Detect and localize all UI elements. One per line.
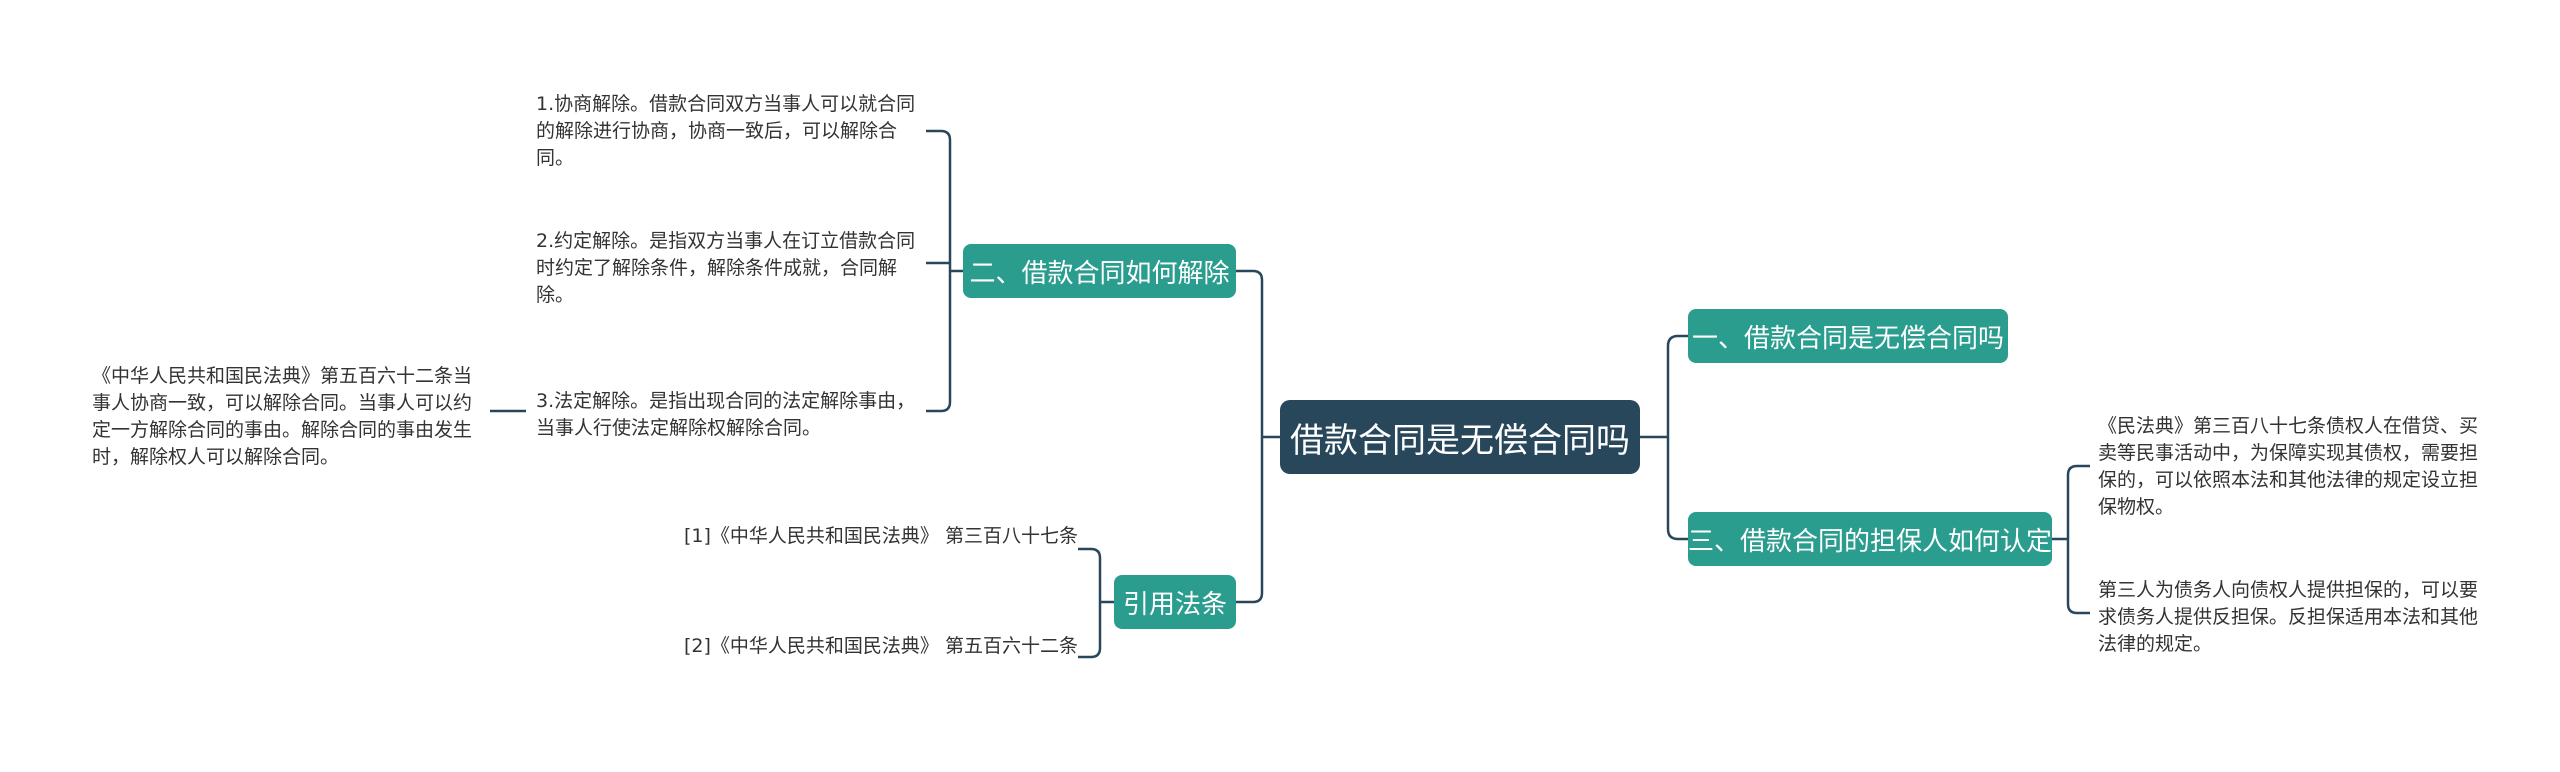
leaf-b3-item-2[interactable]: 第三人为债务人向债权人提供担保的，可以要求债务人提供反担保。反担保适用本法和其他… [2098, 579, 2479, 655]
root-topic[interactable]: 借款合同是无偿合同吗 [1280, 400, 1640, 474]
leaf-b2-item-2[interactable]: 2.约定解除。是指双方当事人在订立借款合同时约定了解除条件，解除条件成就，合同解… [536, 230, 916, 306]
leaf-b2-item-3[interactable]: 3.法定解除。是指出现合同的法定解除事由，当事人行使法定解除权解除合同。 [536, 390, 916, 439]
branch-topic-1-label: 一、借款合同是无偿合同吗 [1691, 323, 2004, 354]
branch-topic-4[interactable]: 引用法条 [1114, 575, 1236, 629]
branch-topic-2-label: 二、借款合同如何解除 [969, 258, 1230, 289]
leaf-b3-item-1[interactable]: 《民法典》第三百八十七条债权人在借贷、买卖等民事活动中，为保障实现其债权，需要担… [2098, 415, 2479, 518]
branch-topic-4-label: 引用法条 [1122, 589, 1227, 620]
root-topic-label: 借款合同是无偿合同吗 [1290, 420, 1630, 461]
leaf-b4-item-2[interactable]: [2]《中华人民共和国民法典》 第五百六十二条 [684, 635, 1078, 657]
leaf-b2-item-1[interactable]: 1.协商解除。借款合同双方当事人可以就合同的解除进行协商，协商一致后，可以解除合… [536, 93, 916, 169]
branch-topic-3-label: 三、借款合同的担保人如何认定 [1688, 526, 2053, 557]
leaf-b2-item-3-sub[interactable]: 《中华人民共和国民法典》第五百六十二条当事人协商一致，可以解除合同。当事人可以约… [92, 365, 473, 468]
branch-topic-3[interactable]: 三、借款合同的担保人如何认定 [1688, 512, 2052, 566]
leaf-b4-item-1[interactable]: [1]《中华人民共和国民法典》 第三百八十七条 [684, 525, 1078, 547]
branch-topic-1[interactable]: 一、借款合同是无偿合同吗 [1688, 309, 2008, 363]
branch-topic-2[interactable]: 二、借款合同如何解除 [963, 244, 1236, 298]
